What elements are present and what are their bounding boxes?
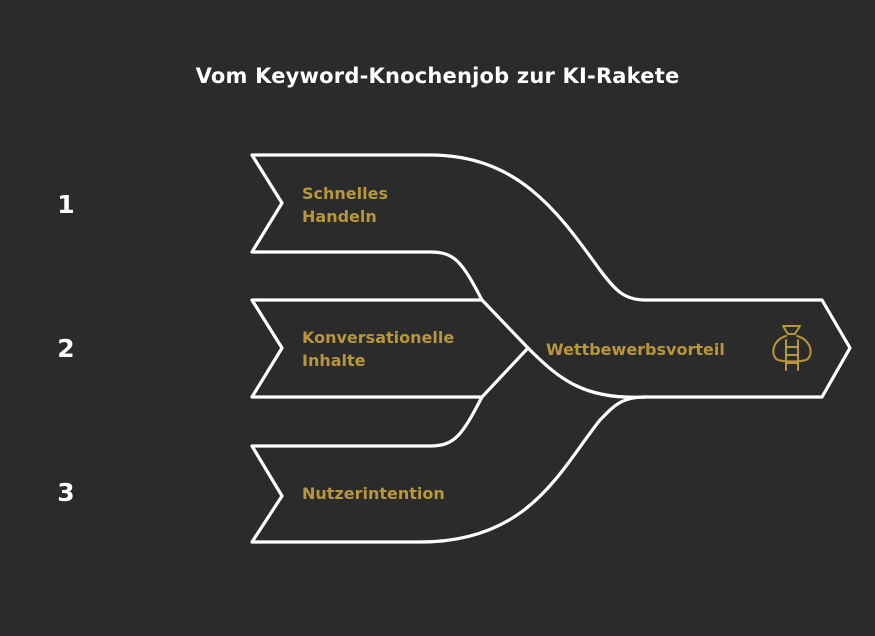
flow-seam-lower <box>480 346 530 399</box>
step-number-2: 2 <box>57 334 75 363</box>
step-number-3: 3 <box>57 478 75 507</box>
flow-seam-middle <box>526 346 647 399</box>
output-label: Wettbewerbsvorteil <box>546 340 725 359</box>
step-label-2: Konversationelle Inhalte <box>302 328 455 370</box>
flow-band-outline-top <box>250 153 852 544</box>
flow-seam-upper <box>480 298 530 350</box>
money-bag-ladder-icon <box>772 325 812 371</box>
step-number-1: 1 <box>57 190 75 219</box>
step-label-3: Nutzerintention <box>302 484 445 503</box>
step-label-1: Schnelles Handeln <box>302 184 388 226</box>
diagram-title: Vom Keyword-Knochenjob zur KI-Rakete <box>195 64 680 88</box>
